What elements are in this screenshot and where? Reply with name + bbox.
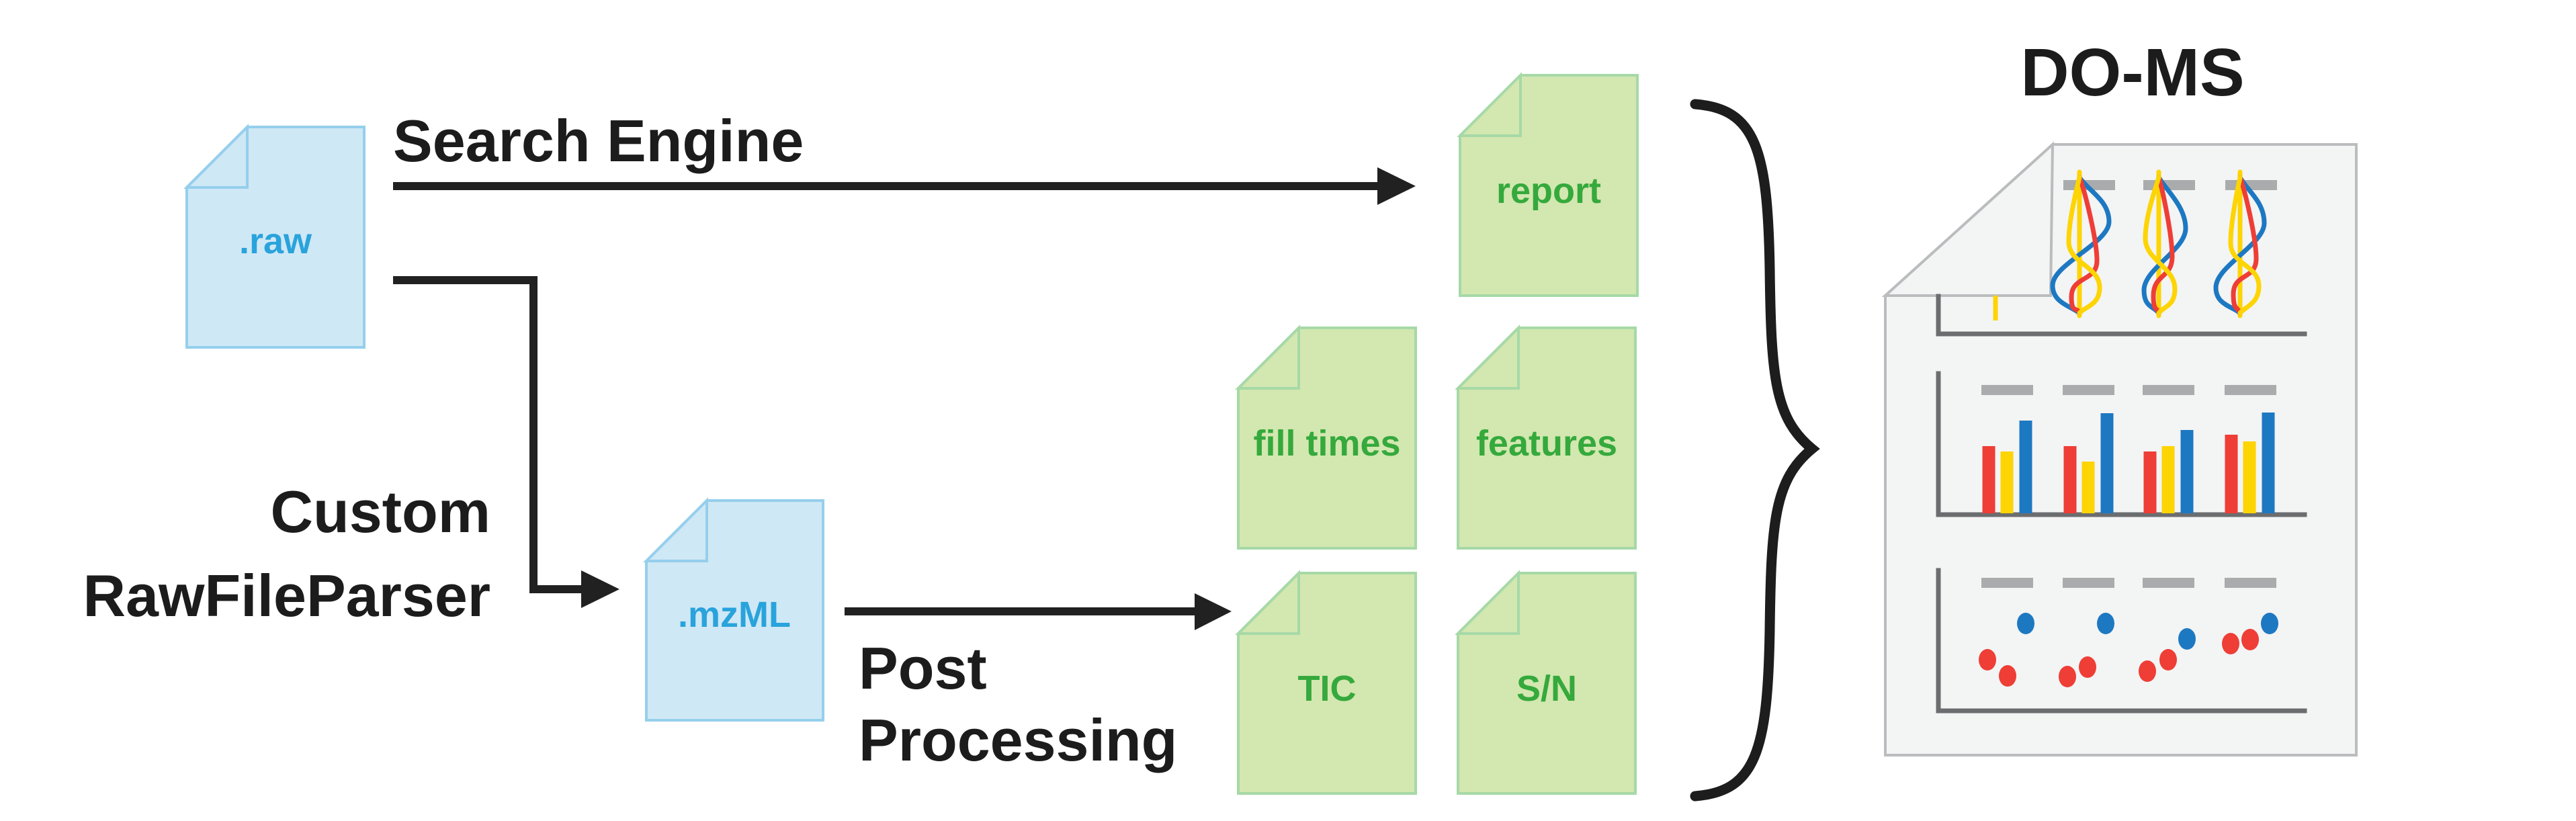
blue-bar bbox=[2100, 413, 2114, 513]
yellow-bar bbox=[2000, 451, 2014, 513]
file-icon-mzml: .mzML bbox=[643, 497, 824, 722]
file-icon-raw: .raw bbox=[183, 124, 366, 349]
fold-corner-icon bbox=[643, 497, 708, 562]
file-icon-report: report bbox=[1457, 72, 1639, 297]
blue-bar bbox=[2180, 430, 2194, 513]
file-icon-sn: S/N bbox=[1455, 570, 1637, 795]
legend-bar bbox=[2143, 578, 2194, 588]
panel3-legend-bars bbox=[1981, 578, 2276, 588]
yellow-bar bbox=[2161, 446, 2175, 513]
legend-bar bbox=[2225, 385, 2276, 395]
panel2-axis bbox=[1936, 371, 2307, 517]
custom-parser-label-line1: Custom bbox=[270, 478, 490, 545]
yellow-bar bbox=[2243, 441, 2256, 513]
red-dot bbox=[2241, 629, 2259, 650]
legend-bar bbox=[2225, 180, 2277, 190]
file-label-raw: .raw bbox=[239, 221, 312, 261]
panel1-axis bbox=[1936, 294, 2307, 337]
red-dot bbox=[1999, 665, 2016, 687]
blue-profile-curve bbox=[2213, 175, 2267, 316]
page-fold-icon bbox=[1881, 141, 2055, 297]
doms-report-page bbox=[1881, 141, 2358, 757]
blue-bar bbox=[2262, 413, 2275, 513]
file-label-features: features bbox=[1476, 423, 1617, 464]
blue-profile-curve bbox=[2050, 175, 2112, 316]
custom-parser-label-line2: RawFileParser bbox=[83, 562, 490, 629]
file-label-report: report bbox=[1496, 171, 1601, 211]
red-dot bbox=[2059, 666, 2076, 687]
file-label-fill-times: fill times bbox=[1253, 423, 1400, 464]
arrow-post-processing bbox=[845, 593, 1232, 630]
fold-corner-icon bbox=[1235, 570, 1300, 635]
file-icon-fill-times: fill times bbox=[1235, 325, 1417, 550]
arrowhead-icon bbox=[1377, 167, 1416, 205]
legend-bar bbox=[1981, 578, 2033, 588]
red-bar bbox=[1982, 446, 1995, 513]
arrowhead-icon bbox=[1195, 593, 1232, 630]
red-bar bbox=[2063, 446, 2077, 513]
legend-bar bbox=[2225, 578, 2276, 588]
file-icon-features: features bbox=[1455, 325, 1637, 550]
fold-corner-icon bbox=[1455, 570, 1520, 635]
curly-brace bbox=[1690, 99, 1820, 802]
doms-title: DO-MS bbox=[2020, 35, 2244, 110]
post-processing-label-line2: Processing bbox=[859, 707, 1177, 773]
arrowhead-icon bbox=[581, 570, 619, 608]
file-label-tic: TIC bbox=[1298, 668, 1357, 709]
red-dot bbox=[2079, 656, 2096, 678]
yellow-profile-curve bbox=[2228, 175, 2262, 316]
blue-dot bbox=[2178, 628, 2196, 650]
legend-bar bbox=[2063, 385, 2114, 395]
yellow-bar bbox=[2081, 462, 2095, 513]
arrow-search-engine bbox=[393, 167, 1416, 205]
yellow-profile-curve bbox=[2066, 175, 2102, 316]
blue-dot bbox=[2097, 613, 2114, 634]
fold-corner-icon bbox=[1455, 325, 1520, 390]
fold-corner-icon bbox=[183, 124, 249, 189]
panel2-bar-chart bbox=[1982, 413, 2275, 513]
red-dot bbox=[2222, 633, 2239, 654]
file-icon-tic: TIC bbox=[1235, 570, 1417, 795]
blue-dot bbox=[2017, 613, 2034, 634]
red-bar bbox=[2143, 451, 2157, 513]
fold-corner-icon bbox=[1235, 325, 1300, 390]
panel1-elution-curves bbox=[1993, 169, 2267, 320]
red-dot bbox=[2159, 649, 2177, 671]
legend-bar bbox=[1981, 385, 2033, 395]
blue-bar bbox=[2019, 421, 2032, 513]
search-engine-label: Search Engine bbox=[393, 107, 804, 174]
panel3-axis bbox=[1936, 568, 2307, 714]
red-bar bbox=[2225, 435, 2238, 513]
fold-corner-icon bbox=[1457, 72, 1522, 137]
file-label-mzml: .mzML bbox=[678, 595, 791, 635]
file-label-sn: S/N bbox=[1516, 668, 1577, 709]
yellow-profile-curve bbox=[2143, 175, 2178, 316]
red-dot bbox=[1979, 649, 1996, 671]
red-dot bbox=[2139, 660, 2156, 682]
blue-dot bbox=[2261, 613, 2278, 634]
legend-bar bbox=[2143, 385, 2194, 395]
panel3-scatter-dots bbox=[1979, 613, 2278, 687]
arrow-raw-to-mzml bbox=[393, 276, 619, 608]
red-profile-curve bbox=[2069, 175, 2100, 316]
legend-bar bbox=[2063, 578, 2114, 588]
post-processing-label-line1: Post bbox=[859, 635, 987, 701]
panel2-legend-bars bbox=[1981, 385, 2276, 395]
